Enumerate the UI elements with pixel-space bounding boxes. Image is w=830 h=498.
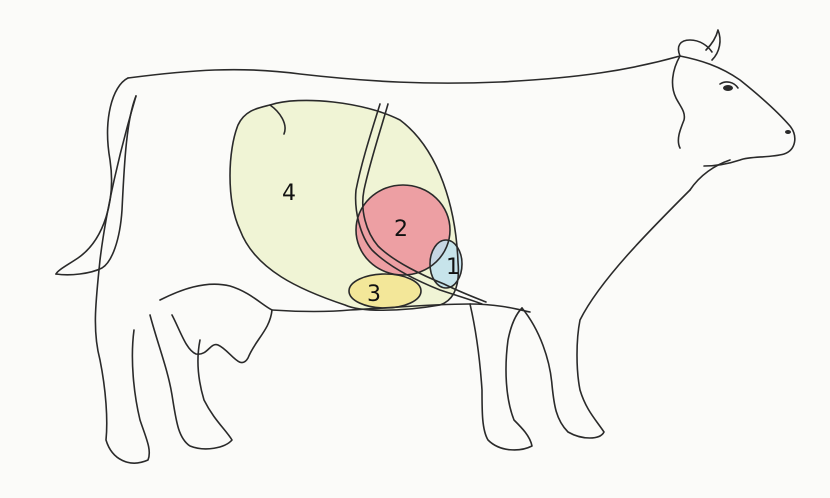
label-2: 2 [394, 217, 408, 242]
label-3: 3 [367, 282, 381, 307]
label-4: 4 [282, 181, 296, 206]
label-1: 1 [446, 255, 460, 280]
